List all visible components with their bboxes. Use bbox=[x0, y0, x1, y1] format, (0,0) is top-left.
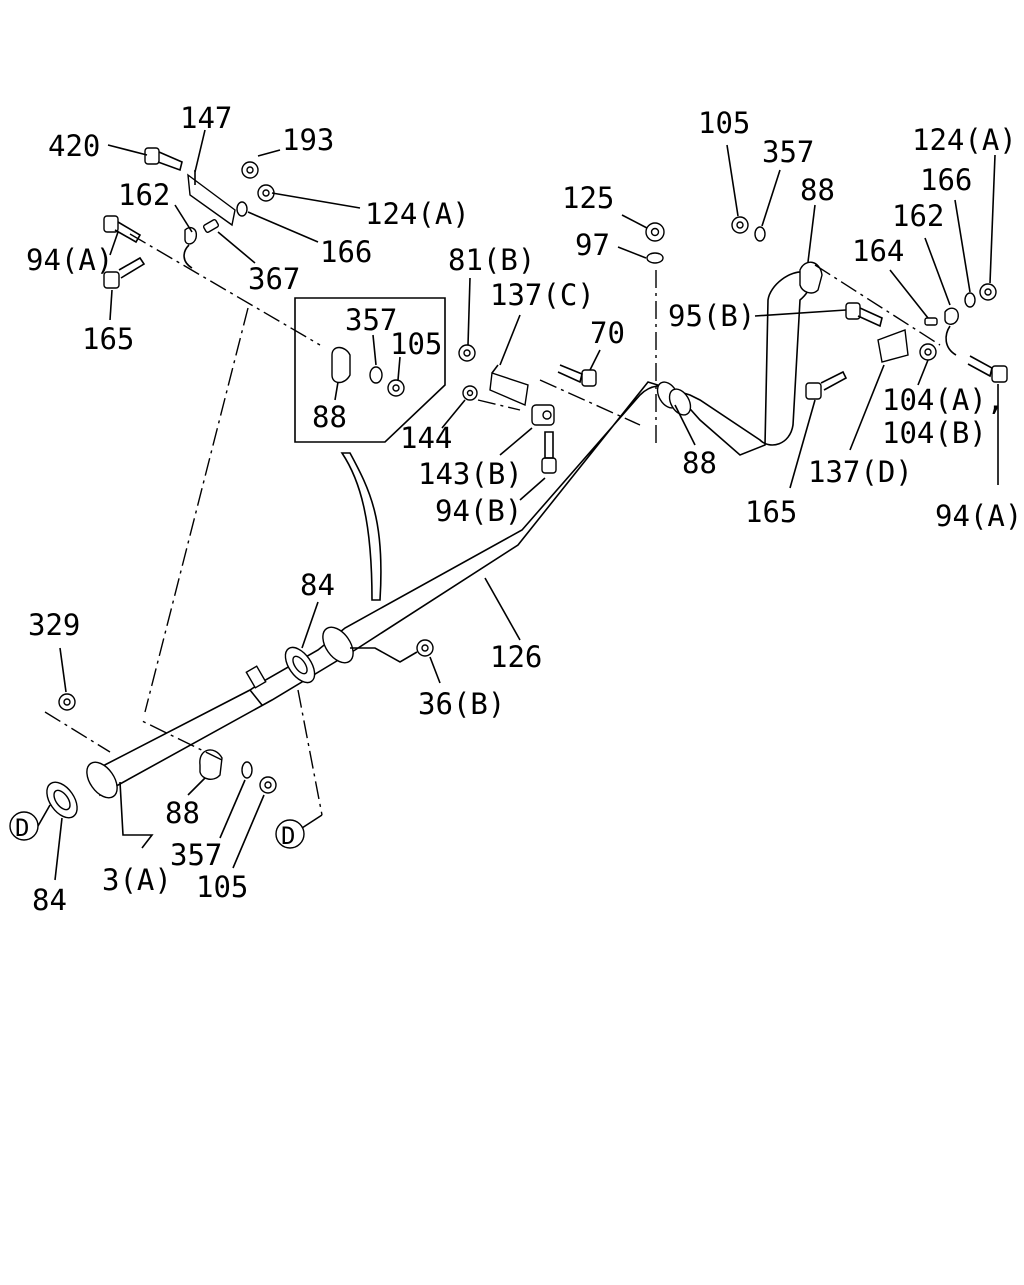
label-95b: 95(B) bbox=[668, 299, 755, 333]
label-147: 147 bbox=[180, 101, 232, 135]
flange-84-mid bbox=[284, 646, 316, 684]
washer-357-bottom bbox=[241, 761, 253, 779]
label-94b: 94(B) bbox=[435, 494, 522, 528]
nut-105-right bbox=[731, 216, 749, 234]
label-126: 126 bbox=[490, 640, 542, 674]
label-84-bottom: 84 bbox=[32, 883, 67, 917]
label-137c: 137(C) bbox=[490, 278, 595, 312]
bolt-165-right bbox=[805, 370, 848, 400]
label-420: 420 bbox=[48, 129, 100, 163]
rubber-162-left bbox=[183, 226, 198, 269]
label-81b: 81(B) bbox=[448, 243, 535, 277]
bracket-137c bbox=[489, 364, 529, 407]
label-97: 97 bbox=[575, 228, 610, 262]
hanger-143b bbox=[531, 404, 555, 426]
label-357-inset: 357 bbox=[345, 303, 397, 337]
pin-367 bbox=[202, 219, 220, 233]
label-193: 193 bbox=[282, 123, 334, 157]
label-84-top: 84 bbox=[300, 568, 335, 602]
label-357-bottom: 357 bbox=[170, 838, 222, 872]
label-367: 367 bbox=[248, 262, 300, 296]
nut-125 bbox=[645, 222, 665, 242]
part-labels: 420 147 193 124(A) 162 94(A) 166 367 165… bbox=[26, 101, 1022, 917]
clamp-88-mid bbox=[656, 381, 692, 416]
nut-124a-left bbox=[257, 184, 275, 202]
marker-d-right: D bbox=[275, 819, 305, 850]
label-124a-right: 124(A) bbox=[912, 123, 1017, 157]
washer-357-right bbox=[754, 226, 766, 242]
label-105-bottom: 105 bbox=[196, 870, 248, 904]
nut-329 bbox=[58, 693, 76, 711]
label-88-inset: 88 bbox=[312, 400, 347, 434]
centerlines bbox=[44, 233, 941, 816]
washer-166-right bbox=[964, 292, 976, 308]
label-165-left: 165 bbox=[82, 322, 134, 356]
flange-pipe-126 bbox=[322, 626, 354, 664]
label-94a-left: 94(A) bbox=[26, 243, 113, 277]
nut-144 bbox=[462, 385, 478, 401]
inset-pointer-arrow bbox=[340, 452, 382, 601]
nut-104 bbox=[919, 343, 937, 361]
label-165-right: 165 bbox=[745, 495, 797, 529]
washer-166-left bbox=[236, 201, 248, 217]
label-124a-left: 124(A) bbox=[365, 197, 470, 231]
label-162-left: 162 bbox=[118, 178, 170, 212]
bracket-147 bbox=[187, 170, 236, 227]
label-164: 164 bbox=[852, 234, 904, 268]
nut-193 bbox=[241, 161, 259, 179]
leader-lines bbox=[37, 129, 999, 881]
bolt-95b bbox=[845, 302, 883, 328]
label-3a: 3(A) bbox=[102, 863, 172, 897]
label-104a: 104(A), bbox=[882, 383, 1004, 417]
label-88-mid: 88 bbox=[682, 446, 717, 480]
nut-105-bottom bbox=[259, 776, 277, 794]
inset-box bbox=[294, 297, 446, 443]
clamp-88-right-top bbox=[799, 261, 823, 294]
label-94a-right: 94(A) bbox=[935, 499, 1022, 533]
marker-d-right-text: D bbox=[281, 822, 295, 850]
rubber-162-right bbox=[944, 307, 959, 356]
pin-164 bbox=[924, 317, 938, 326]
label-162-right: 162 bbox=[892, 199, 944, 233]
label-166-right: 166 bbox=[920, 163, 972, 197]
label-166-left: 166 bbox=[320, 235, 372, 269]
marker-d-left-text: D bbox=[15, 814, 29, 842]
nut-36b bbox=[416, 639, 434, 657]
label-105-inset: 105 bbox=[390, 327, 442, 361]
bolt-94b bbox=[541, 431, 557, 474]
label-329: 329 bbox=[28, 608, 80, 642]
bolt-94a-right bbox=[967, 355, 1008, 383]
bracket-137d bbox=[877, 329, 909, 363]
marker-d-left: D bbox=[9, 811, 39, 842]
label-125: 125 bbox=[562, 181, 614, 215]
label-104b: 104(B) bbox=[882, 416, 987, 450]
bolt-165-left bbox=[103, 256, 146, 289]
washer-97 bbox=[646, 252, 664, 264]
label-144: 144 bbox=[400, 421, 452, 455]
label-70: 70 bbox=[590, 316, 625, 350]
bolt-94a-left bbox=[103, 215, 142, 244]
label-88-right-top: 88 bbox=[800, 173, 835, 207]
flange-pipe-start bbox=[86, 761, 118, 799]
nut-124a-right bbox=[979, 283, 997, 301]
label-143b: 143(B) bbox=[418, 457, 523, 491]
bolt-420 bbox=[144, 147, 183, 172]
flange-84-left bbox=[46, 781, 78, 819]
label-88-bottom: 88 bbox=[165, 796, 200, 830]
label-36b: 36(B) bbox=[418, 687, 505, 721]
label-105-right: 105 bbox=[698, 106, 750, 140]
label-137d: 137(D) bbox=[808, 455, 913, 489]
label-357-right: 357 bbox=[762, 135, 814, 169]
bolt-70 bbox=[557, 364, 597, 387]
nut-81b bbox=[458, 344, 476, 362]
pipe-hanger-mid bbox=[245, 665, 267, 689]
